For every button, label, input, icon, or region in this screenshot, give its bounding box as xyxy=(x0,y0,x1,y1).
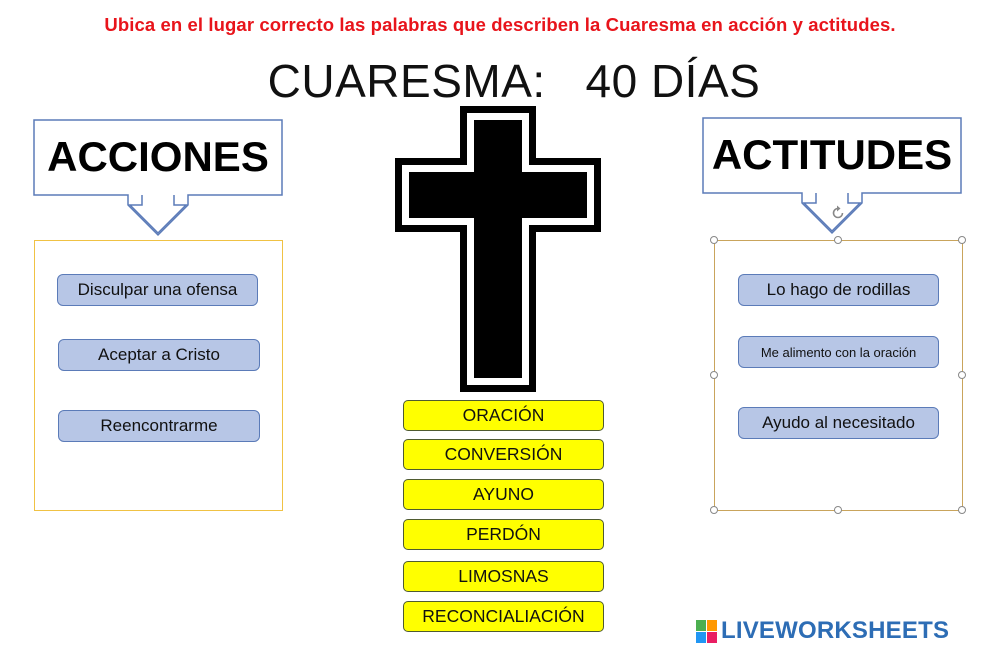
acciones-label: ACCIONES xyxy=(47,133,269,180)
resize-handle-br[interactable] xyxy=(958,506,966,514)
liveworksheets-mark-icon xyxy=(696,619,718,643)
actitudes-callout: ACTITUDES xyxy=(702,117,962,237)
acciones-callout: ACCIONES xyxy=(33,119,283,237)
rotate-handle-icon[interactable] xyxy=(829,204,847,222)
resize-handle-tl[interactable] xyxy=(710,236,718,244)
resize-handle-ml[interactable] xyxy=(710,371,718,379)
resize-handle-tr[interactable] xyxy=(958,236,966,244)
accion-chip-2[interactable]: Aceptar a Cristo xyxy=(58,339,260,371)
actitud-chip-3[interactable]: Ayudo al necesitado xyxy=(738,407,939,439)
word-ayuno[interactable]: AYUNO xyxy=(403,479,604,510)
instructions-text: Ubica en el lugar correcto las palabras … xyxy=(104,14,896,35)
acciones-callout-shape xyxy=(33,119,283,237)
resize-handle-tm[interactable] xyxy=(834,236,842,244)
liveworksheets-wordmark: LIVEWORKSHEETS xyxy=(721,617,950,644)
cross-icon xyxy=(395,106,601,392)
liveworksheets-logo: LIVEWORKSHEETS xyxy=(696,616,949,646)
actitud-chip-2[interactable]: Me alimento con la oración xyxy=(738,336,939,368)
resize-handle-bl[interactable] xyxy=(710,506,718,514)
accion-chip-3[interactable]: Reencontrarme xyxy=(58,410,260,442)
page-title: CUARESMA: 40 DÍAS xyxy=(267,55,761,107)
word-reconcialiacion[interactable]: RECONCIALIACIÓN xyxy=(403,601,604,632)
resize-handle-mr[interactable] xyxy=(958,371,966,379)
word-limosnas[interactable]: LIMOSNAS xyxy=(403,561,604,592)
word-perdon[interactable]: PERDÓN xyxy=(403,519,604,550)
accion-chip-1[interactable]: Disculpar una ofensa xyxy=(57,274,258,306)
word-conversion[interactable]: CONVERSIÓN xyxy=(403,439,604,470)
actitud-chip-1[interactable]: Lo hago de rodillas xyxy=(738,274,939,306)
acciones-drop-zone[interactable] xyxy=(34,240,283,511)
actitudes-label: ACTITUDES xyxy=(711,131,953,178)
word-oracion[interactable]: ORACIÓN xyxy=(403,400,604,431)
actitudes-callout-shape xyxy=(702,117,962,235)
resize-handle-bm[interactable] xyxy=(834,506,842,514)
